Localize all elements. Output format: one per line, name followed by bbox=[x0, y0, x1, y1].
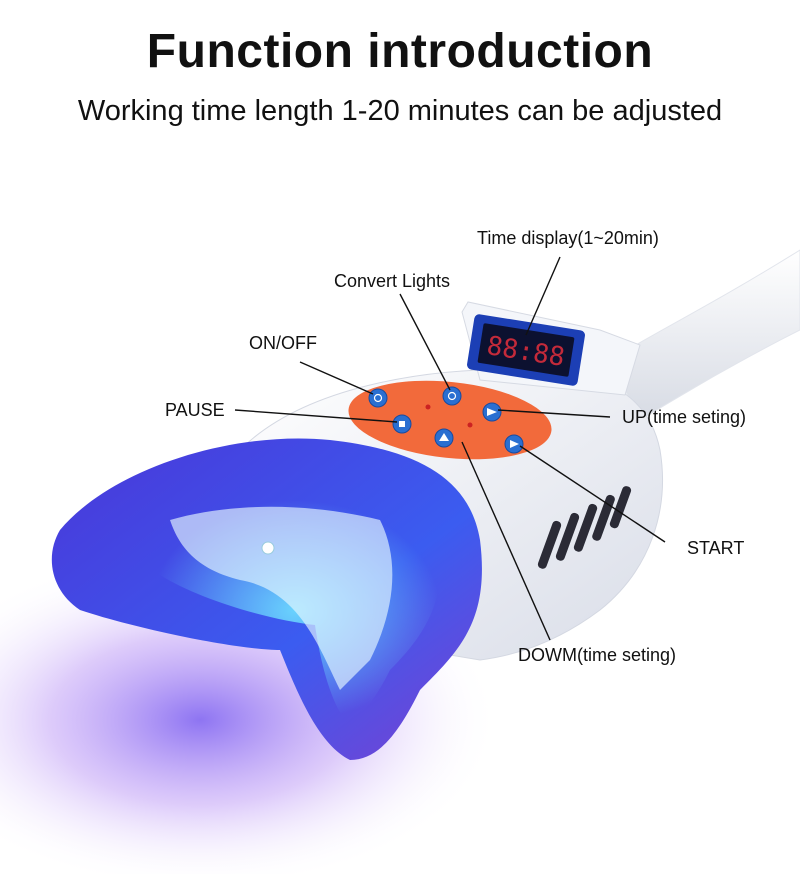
convert-lights-icon bbox=[447, 391, 457, 401]
label-down: DOWM(time seting) bbox=[518, 645, 677, 665]
page-subtitle: Working time length 1-20 minutes can be … bbox=[77, 95, 723, 127]
label-pause: PAUSE bbox=[165, 400, 225, 420]
label-on-off: ON/OFF bbox=[249, 333, 317, 353]
label-up: UP(time seting) bbox=[622, 407, 747, 427]
leader-time-display bbox=[525, 256, 561, 336]
leader-down bbox=[461, 441, 551, 641]
vent-slots bbox=[537, 486, 632, 569]
pause-icon bbox=[399, 421, 405, 427]
leader-up bbox=[497, 409, 611, 418]
on-off-button bbox=[368, 388, 388, 408]
tray-led bbox=[261, 541, 275, 555]
power-icon bbox=[373, 393, 383, 403]
up-arrow-icon bbox=[487, 408, 497, 416]
label-convert-lights: Convert Lights bbox=[334, 271, 451, 291]
control-panel bbox=[348, 380, 552, 460]
leader-start bbox=[519, 445, 666, 543]
leader-convert-lights bbox=[399, 293, 451, 391]
convert-lights-button bbox=[442, 386, 462, 406]
leader-pause bbox=[234, 409, 398, 423]
down-arrow-icon bbox=[439, 433, 449, 441]
leader-on-off bbox=[299, 361, 374, 395]
leader-lines bbox=[234, 256, 666, 641]
label-start: START bbox=[687, 538, 745, 558]
page-title: Function introduction bbox=[146, 25, 654, 78]
device-arm bbox=[609, 249, 800, 421]
control-buttons bbox=[368, 386, 524, 454]
label-time-display: Time display(1~20min) bbox=[477, 228, 659, 248]
mouth-tray bbox=[51, 438, 482, 760]
play-icon bbox=[510, 440, 519, 448]
